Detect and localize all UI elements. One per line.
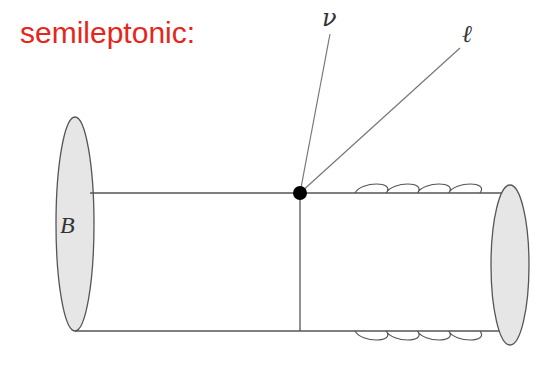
particle-label: ℓ <box>462 20 472 48</box>
weak-vertex <box>293 186 307 200</box>
quark-line <box>299 193 300 331</box>
quark-line <box>300 192 506 193</box>
quark-line <box>75 330 510 331</box>
heading-label: semileptonic: <box>20 16 195 50</box>
quark-line <box>90 192 300 193</box>
particle-label: B <box>60 212 75 239</box>
meson-ellipse <box>491 185 529 345</box>
gluon-coil <box>355 184 482 193</box>
lepton-line <box>300 48 460 193</box>
meson-ellipse <box>56 117 94 331</box>
particle-label: ν <box>322 4 337 32</box>
gluon-coil <box>355 331 482 340</box>
